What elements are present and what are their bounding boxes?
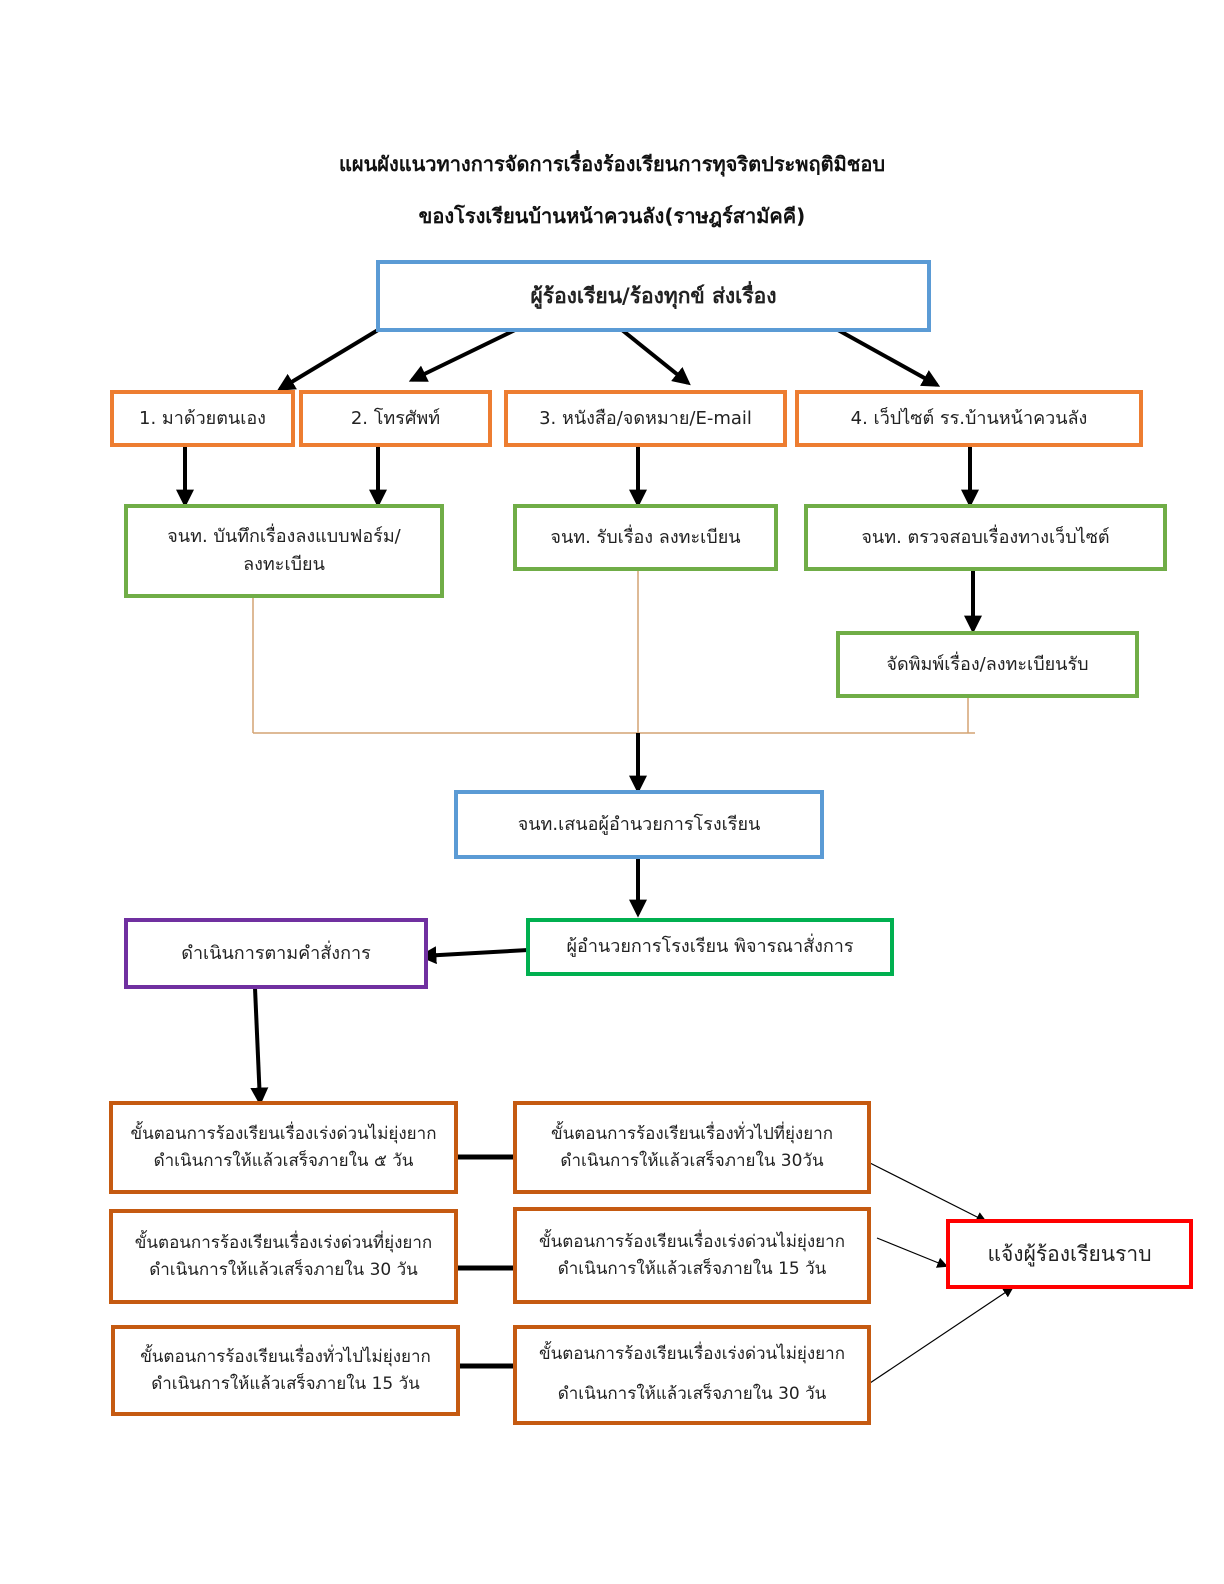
- channel-letter-email: 3. หนังสือ/จดหมาย/E-mail: [504, 390, 787, 447]
- execute-label: ดำเนินการตามคำสั่งการ: [181, 942, 371, 964]
- channel-label: 3. หนังสือ/จดหมาย/E-mail: [539, 407, 752, 429]
- step-line-1: ขั้นตอนการร้องเรียนเรื่องเร่งด่วนไม่ยุ่ง…: [130, 1124, 437, 1145]
- step-line-2: ดำเนินการให้แล้วเสร็จภายใน 15 วัน: [151, 1373, 420, 1394]
- arrow-director-to-execute: [418, 946, 529, 965]
- director-label: ผู้อำนวยการโรงเรียน พิจารณาสั่งการ: [566, 936, 854, 958]
- step-line-1: ขั้นตอนการร้องเรียนเรื่องทั่วไปไม่ยุ่งยา…: [140, 1347, 431, 1368]
- step-line-1: ขั้นตอนการร้องเรียนเรื่องเร่งด่วนไม่ยุ่ง…: [539, 1232, 845, 1253]
- print-label: จัดพิมพ์เรื่อง/ลงทะเบียนรับ: [886, 653, 1089, 675]
- step-box-6: ขั้นตอนการร้องเรียนเรื่องเร่งด่วนไม่ยุ่ง…: [513, 1325, 871, 1425]
- record-line-2: ลงทะเบียน: [243, 554, 325, 575]
- arrow-to-channel-3: [620, 328, 691, 386]
- director-decision-box: ผู้อำนวยการโรงเรียน พิจารณาสั่งการ: [526, 918, 894, 976]
- step-line-1: ขั้นตอนการร้องเรียนเรื่องเร่งด่วนที่ยุ่ง…: [134, 1233, 433, 1254]
- step-line-2: ดำเนินการให้แล้วเสร็จภายใน ๕ วัน: [153, 1150, 414, 1171]
- step-box-4: ขั้นตอนการร้องเรียนเรื่องเร่งด่วนไม่ยุ่ง…: [513, 1207, 871, 1304]
- record-line-1: จนท. บันทึกเรื่องลงแบบฟอร์ม/: [167, 526, 401, 548]
- arrow-to-channel-1: [276, 328, 380, 391]
- arrow-to-notify-2: [876, 1237, 949, 1268]
- arrow-to-channel-4: [837, 328, 941, 387]
- channel-label: 4. เว็ปไซต์ รร.บ้านหน้าควนลัง: [850, 407, 1088, 429]
- title-line-1: แผนผังแนวทางการจัดการเรื่องร้องเรียนการท…: [338, 152, 886, 176]
- propose-label: จนท.เสนอผู้อำนวยการโรงเรียน: [517, 813, 761, 835]
- print-register-box: จัดพิมพ์เรื่อง/ลงทะเบียนรับ: [836, 631, 1139, 698]
- arrow-execute-down: [250, 987, 269, 1106]
- arrow-to-notify-3: [869, 1286, 1014, 1384]
- step-box-5: ขั้นตอนการร้องเรียนเรื่องทั่วไปไม่ยุ่งยา…: [111, 1325, 460, 1416]
- title-line-2: ของโรงเรียนบ้านหน้าควนลัง(ราษฎร์สามัคคี): [418, 204, 806, 228]
- receive-label: จนท. รับเรื่อง ลงทะเบียน: [550, 526, 741, 548]
- channel-website: 4. เว็ปไซต์ รร.บ้านหน้าควนลัง: [795, 390, 1143, 447]
- step-line-2: ดำเนินการให้แล้วเสร็จภายใน 30 วัน: [557, 1384, 827, 1404]
- step-line-1: ขั้นตอนการร้องเรียนเรื่องเร่งด่วนไม่ยุ่ง…: [539, 1344, 845, 1365]
- step-line-1: ขั้นตอนการร้องเรียนเรื่องทั่วไปที่ยุ่งยา…: [550, 1124, 834, 1145]
- arrow-to-notify-1: [869, 1162, 987, 1222]
- complainant-box: ผู้ร้องเรียน/ร้องทุกข์ ส่งเรื่อง: [376, 260, 931, 332]
- arrow-to-channel-2: [408, 328, 516, 382]
- step-line-2: ดำเนินการให้แล้วเสร็จภายใน 30 วัน: [149, 1259, 418, 1280]
- step-line-2: ดำเนินการให้แล้วเสร็จภายใน 15 วัน: [557, 1258, 827, 1279]
- web-check-label: จนท. ตรวจสอบเรื่องทางเว็บไซต์: [861, 526, 1110, 548]
- step-box-2: ขั้นตอนการร้องเรียนเรื่องทั่วไปที่ยุ่งยา…: [513, 1101, 871, 1194]
- notify-label: แจ้งผู้ร้องเรียนราบ: [987, 1241, 1152, 1266]
- execute-order-box: ดำเนินการตามคำสั่งการ: [124, 918, 428, 989]
- notify-complainant-box: แจ้งผู้ร้องเรียนราบ: [946, 1219, 1193, 1289]
- propose-director-box: จนท.เสนอผู้อำนวยการโรงเรียน: [454, 790, 824, 859]
- channel-phone: 2. โทรศัพท์: [299, 390, 492, 447]
- step-box-3: ขั้นตอนการร้องเรียนเรื่องเร่งด่วนที่ยุ่ง…: [109, 1209, 458, 1304]
- record-form-box: จนท. บันทึกเรื่องลงแบบฟอร์ม/ ลงทะเบียน: [124, 504, 444, 598]
- web-check-box: จนท. ตรวจสอบเรื่องทางเว็บไซต์: [804, 504, 1167, 571]
- receive-register-box: จนท. รับเรื่อง ลงทะเบียน: [513, 504, 778, 571]
- complainant-label: ผู้ร้องเรียน/ร้องทุกข์ ส่งเรื่อง: [530, 283, 777, 308]
- channel-label: 1. มาด้วยตนเอง: [139, 407, 266, 429]
- step-box-1: ขั้นตอนการร้องเรียนเรื่องเร่งด่วนไม่ยุ่ง…: [109, 1101, 458, 1194]
- step-line-2: ดำเนินการให้แล้วเสร็จภายใน 30วัน: [560, 1150, 824, 1171]
- channel-walk-in: 1. มาด้วยตนเอง: [110, 390, 295, 447]
- channel-label: 2. โทรศัพท์: [350, 407, 441, 429]
